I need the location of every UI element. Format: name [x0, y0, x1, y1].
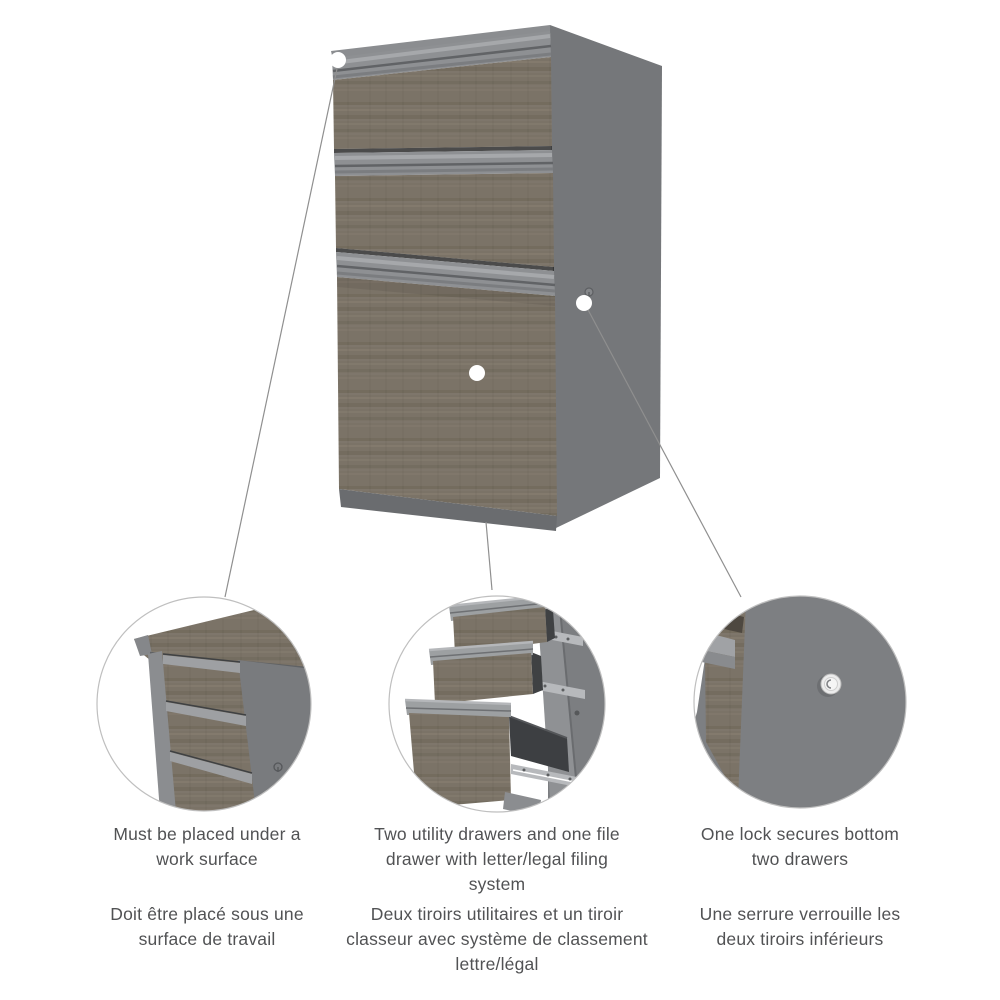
caption-drawers-en: Two utility drawers and one file drawer …	[374, 824, 620, 894]
caption-lock-en: One lock secures bottom two drawers	[700, 824, 900, 869]
cabinet-top-face	[331, 25, 552, 60]
callout-circle-lock	[693, 595, 907, 809]
drawer-trim-2	[334, 150, 554, 176]
callout-circle-drawers	[388, 595, 606, 813]
side-keyhole-dot	[574, 710, 580, 716]
drawer-trim-3	[336, 252, 556, 296]
open-drawer-2	[428, 640, 585, 704]
caption-lock: One lock secures bottom two drawers Une …	[640, 822, 960, 952]
cabinet-base	[339, 489, 557, 531]
caption-work-surface-en: Must be placed under a work surface	[113, 824, 301, 869]
caption-lock-fr: Une serrure verrouille les deux tiroirs …	[699, 904, 901, 949]
connector-line-lock	[585, 305, 742, 598]
callout-dot-lock	[576, 295, 592, 311]
caption-drawers: Two utility drawers and one file drawer …	[337, 822, 657, 977]
callout-1-outline	[96, 596, 312, 812]
drawer-front-2	[335, 173, 554, 267]
caption-work-surface: Must be placed under a work surface Doit…	[40, 822, 374, 952]
drawer-gap-1	[334, 146, 552, 153]
caption-work-surface-fr: Doit être placé sous une surface de trav…	[110, 904, 304, 949]
drawer-edge-dark	[715, 610, 744, 633]
callout-dot-drawers	[469, 365, 485, 381]
open-drawer-3	[404, 698, 587, 808]
file-drawer-front	[337, 277, 557, 516]
cabinet	[331, 25, 662, 531]
file-drawer-shade	[337, 277, 555, 306]
work-surface-edge	[134, 635, 152, 656]
lock-icon	[817, 673, 842, 697]
callout-dot-work-surface	[330, 52, 346, 68]
keyhole-icon	[584, 287, 594, 297]
callout-1-content	[134, 608, 311, 811]
callout-3-outline	[693, 595, 907, 809]
cabinet-side-panel	[550, 25, 662, 528]
caption-drawers-fr: Deux tiroirs utilitaires et un tiroir cl…	[346, 904, 648, 974]
drawer-gap-2	[336, 248, 554, 271]
callout-dots	[330, 52, 592, 381]
lock-panel	[694, 596, 906, 808]
callout-3-content	[694, 596, 906, 808]
connector-line-drawers	[485, 521, 493, 591]
connector-line-work-surface	[224, 63, 339, 598]
connector-lines	[224, 63, 742, 598]
mini-cabinet-stile	[148, 651, 180, 811]
callout-2-outline	[388, 595, 606, 813]
trim-profile-bottom	[697, 649, 735, 669]
callout-circle-work-surface	[96, 596, 312, 812]
drawer-trim-1	[332, 31, 552, 80]
drawer-front-1	[333, 57, 552, 149]
